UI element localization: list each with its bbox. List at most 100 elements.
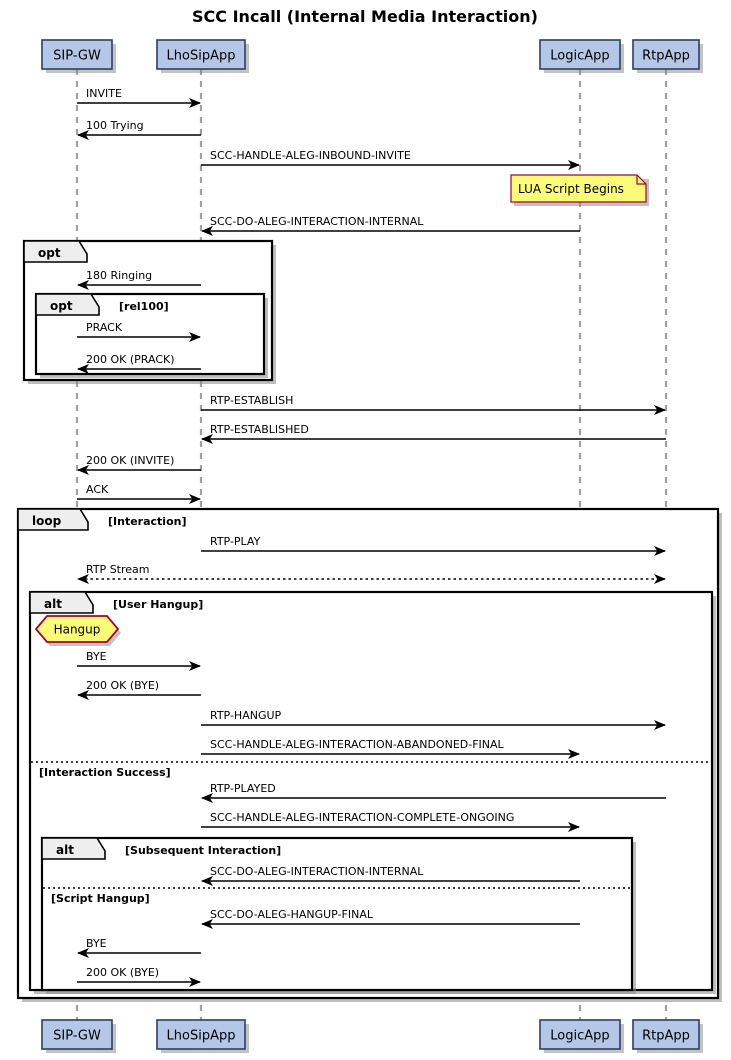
frame-alt-5: alt[Subsequent Interaction]: [40, 836, 636, 994]
frame-divider-1: [Interaction Success]: [31, 761, 711, 779]
participant-box[interactable]: [632, 39, 700, 70]
message-m21: SCC-DO-ALEG-HANGUP-FINAL: [201, 908, 580, 929]
frame-condition-label: [Subsequent Interaction]: [125, 844, 281, 857]
frame-border: [40, 836, 634, 992]
frame-condition-label: [Interaction]: [108, 515, 186, 528]
frame-condition-label: [User Hangup]: [113, 598, 203, 611]
frame-kind-label: alt: [44, 597, 62, 611]
participant-label: LogicApp: [550, 1029, 609, 1044]
message-m9: RTP-ESTABLISHED: [201, 423, 666, 444]
participant-box[interactable]: [539, 1019, 621, 1050]
message-label: RTP-PLAYED: [210, 782, 276, 795]
message-label: RTP-PLAY: [210, 535, 261, 548]
participant-top-sip-gw[interactable]: SIP-GW: [41, 39, 116, 73]
frame-tab: [17, 508, 89, 531]
participant-bottom-rtpapp[interactable]: RtpApp: [632, 1019, 703, 1053]
message-m5: 180 Ringing: [77, 269, 201, 290]
message-label: BYE: [86, 937, 107, 950]
participant-box[interactable]: [41, 1019, 113, 1050]
participant-bottom-lhosipapp[interactable]: LhoSipApp: [156, 1019, 249, 1053]
participant-box[interactable]: [156, 39, 246, 70]
message-label: SCC-HANDLE-ALEG-INBOUND-INVITE: [210, 149, 411, 162]
messages-layer: INVITE 100 TryingSCC-HANDLE-ALEG-INBOUND-…: [77, 87, 666, 987]
message-m14: BYE: [77, 650, 201, 671]
participant-top-lhosipapp[interactable]: LhoSipApp: [156, 39, 249, 73]
frame-kind-label: opt: [38, 246, 61, 260]
message-label: 200 OK (INVITE): [86, 454, 174, 467]
message-label: BYE: [86, 650, 107, 663]
frame-tab: [41, 837, 106, 860]
message-label: SCC-DO-ALEG-INTERACTION-INTERNAL: [210, 865, 424, 878]
participant-label: LogicApp: [550, 49, 609, 64]
message-m4: SCC-DO-ALEG-INTERACTION-INTERNAL: [201, 215, 580, 236]
hexagon-h1: Hangup: [34, 615, 121, 646]
message-label: RTP-ESTABLISHED: [210, 423, 309, 436]
frame-divider-2: [Script Hangup]: [43, 887, 631, 905]
message-m1: INVITE: [77, 87, 201, 108]
message-m11: ACK: [77, 483, 201, 504]
message-m8: RTP-ESTABLISH: [201, 394, 666, 415]
message-m23: 200 OK (BYE): [77, 966, 201, 987]
message-label: SCC-DO-ALEG-HANGUP-FINAL: [210, 908, 374, 921]
participant-top-rtpapp[interactable]: RtpApp: [632, 39, 703, 73]
page-title: SCC Incall (Internal Media Interaction): [192, 7, 538, 26]
frame-kind-label: loop: [32, 514, 62, 528]
participant-box[interactable]: [156, 1019, 246, 1050]
message-m12: RTP-PLAY: [201, 535, 666, 556]
participant-box[interactable]: [539, 39, 621, 70]
message-label: 200 OK (BYE): [86, 679, 159, 692]
divider-condition-label: [Script Hangup]: [51, 892, 150, 905]
message-label: 180 Ringing: [86, 269, 152, 282]
frame-kind-label: opt: [50, 299, 73, 313]
message-label: SCC-HANDLE-ALEG-INTERACTION-ABANDONED-FI…: [210, 738, 505, 751]
message-label: INVITE: [86, 87, 122, 100]
message-label: RTP-ESTABLISH: [210, 394, 293, 407]
message-label: ACK: [86, 483, 109, 496]
participant-label: LhoSipApp: [167, 49, 236, 64]
participant-box[interactable]: [632, 1019, 700, 1050]
frame-opt-2: opt [rel100]: [34, 292, 268, 378]
frame-tab: [35, 293, 100, 316]
divider-condition-label: [Interaction Success]: [39, 766, 171, 779]
frame-tab: [23, 240, 88, 263]
participant-top-logicapp[interactable]: LogicApp: [539, 39, 624, 73]
message-label: PRACK: [86, 321, 123, 334]
message-m17: SCC-HANDLE-ALEG-INTERACTION-ABANDONED-FI…: [201, 738, 580, 759]
participant-label: LhoSipApp: [167, 1029, 236, 1044]
message-label: RTP-HANGUP: [210, 709, 282, 722]
message-m7: 200 OK (PRACK): [77, 353, 201, 374]
message-label: 200 OK (BYE): [86, 966, 159, 979]
message-label: SCC-HANDLE-ALEG-INTERACTION-COMPLETE-ONG…: [210, 811, 514, 824]
message-m2: 100 Trying: [77, 119, 201, 140]
participant-label: RtpApp: [642, 49, 690, 64]
participant-label: SIP-GW: [53, 49, 101, 64]
hexagon-text: Hangup: [54, 623, 101, 637]
hexagon-body: [34, 615, 120, 643]
participant-box[interactable]: [41, 39, 113, 70]
message-m18: RTP-PLAYED: [201, 782, 666, 803]
note-n1: LUA Script Begins: [510, 174, 649, 206]
message-m22: BYE: [77, 937, 201, 958]
message-m19: SCC-HANDLE-ALEG-INTERACTION-COMPLETE-ONG…: [201, 811, 580, 832]
message-m20: SCC-DO-ALEG-INTERACTION-INTERNAL: [201, 865, 580, 886]
note-text: LUA Script Begins: [518, 182, 624, 196]
message-m16: RTP-HANGUP: [201, 709, 666, 730]
frame-condition-label: [rel100]: [119, 300, 169, 313]
message-label: SCC-DO-ALEG-INTERACTION-INTERNAL: [210, 215, 424, 228]
message-label: RTP Stream: [86, 563, 150, 576]
note-fold: [636, 175, 646, 185]
message-label: 200 OK (PRACK): [86, 353, 175, 366]
participant-label: RtpApp: [642, 1029, 690, 1044]
message-m3: SCC-HANDLE-ALEG-INBOUND-INVITE: [201, 149, 580, 170]
message-m10: 200 OK (INVITE): [77, 454, 201, 475]
note-body: [510, 174, 647, 203]
participant-label: SIP-GW: [53, 1029, 101, 1044]
message-m15: 200 OK (BYE): [77, 679, 201, 700]
participant-bottom-logicapp[interactable]: LogicApp: [539, 1019, 624, 1053]
participant-bottom-sip-gw[interactable]: SIP-GW: [41, 1019, 116, 1053]
message-m13: RTP Stream: [77, 563, 666, 584]
frame-tab: [29, 591, 94, 614]
